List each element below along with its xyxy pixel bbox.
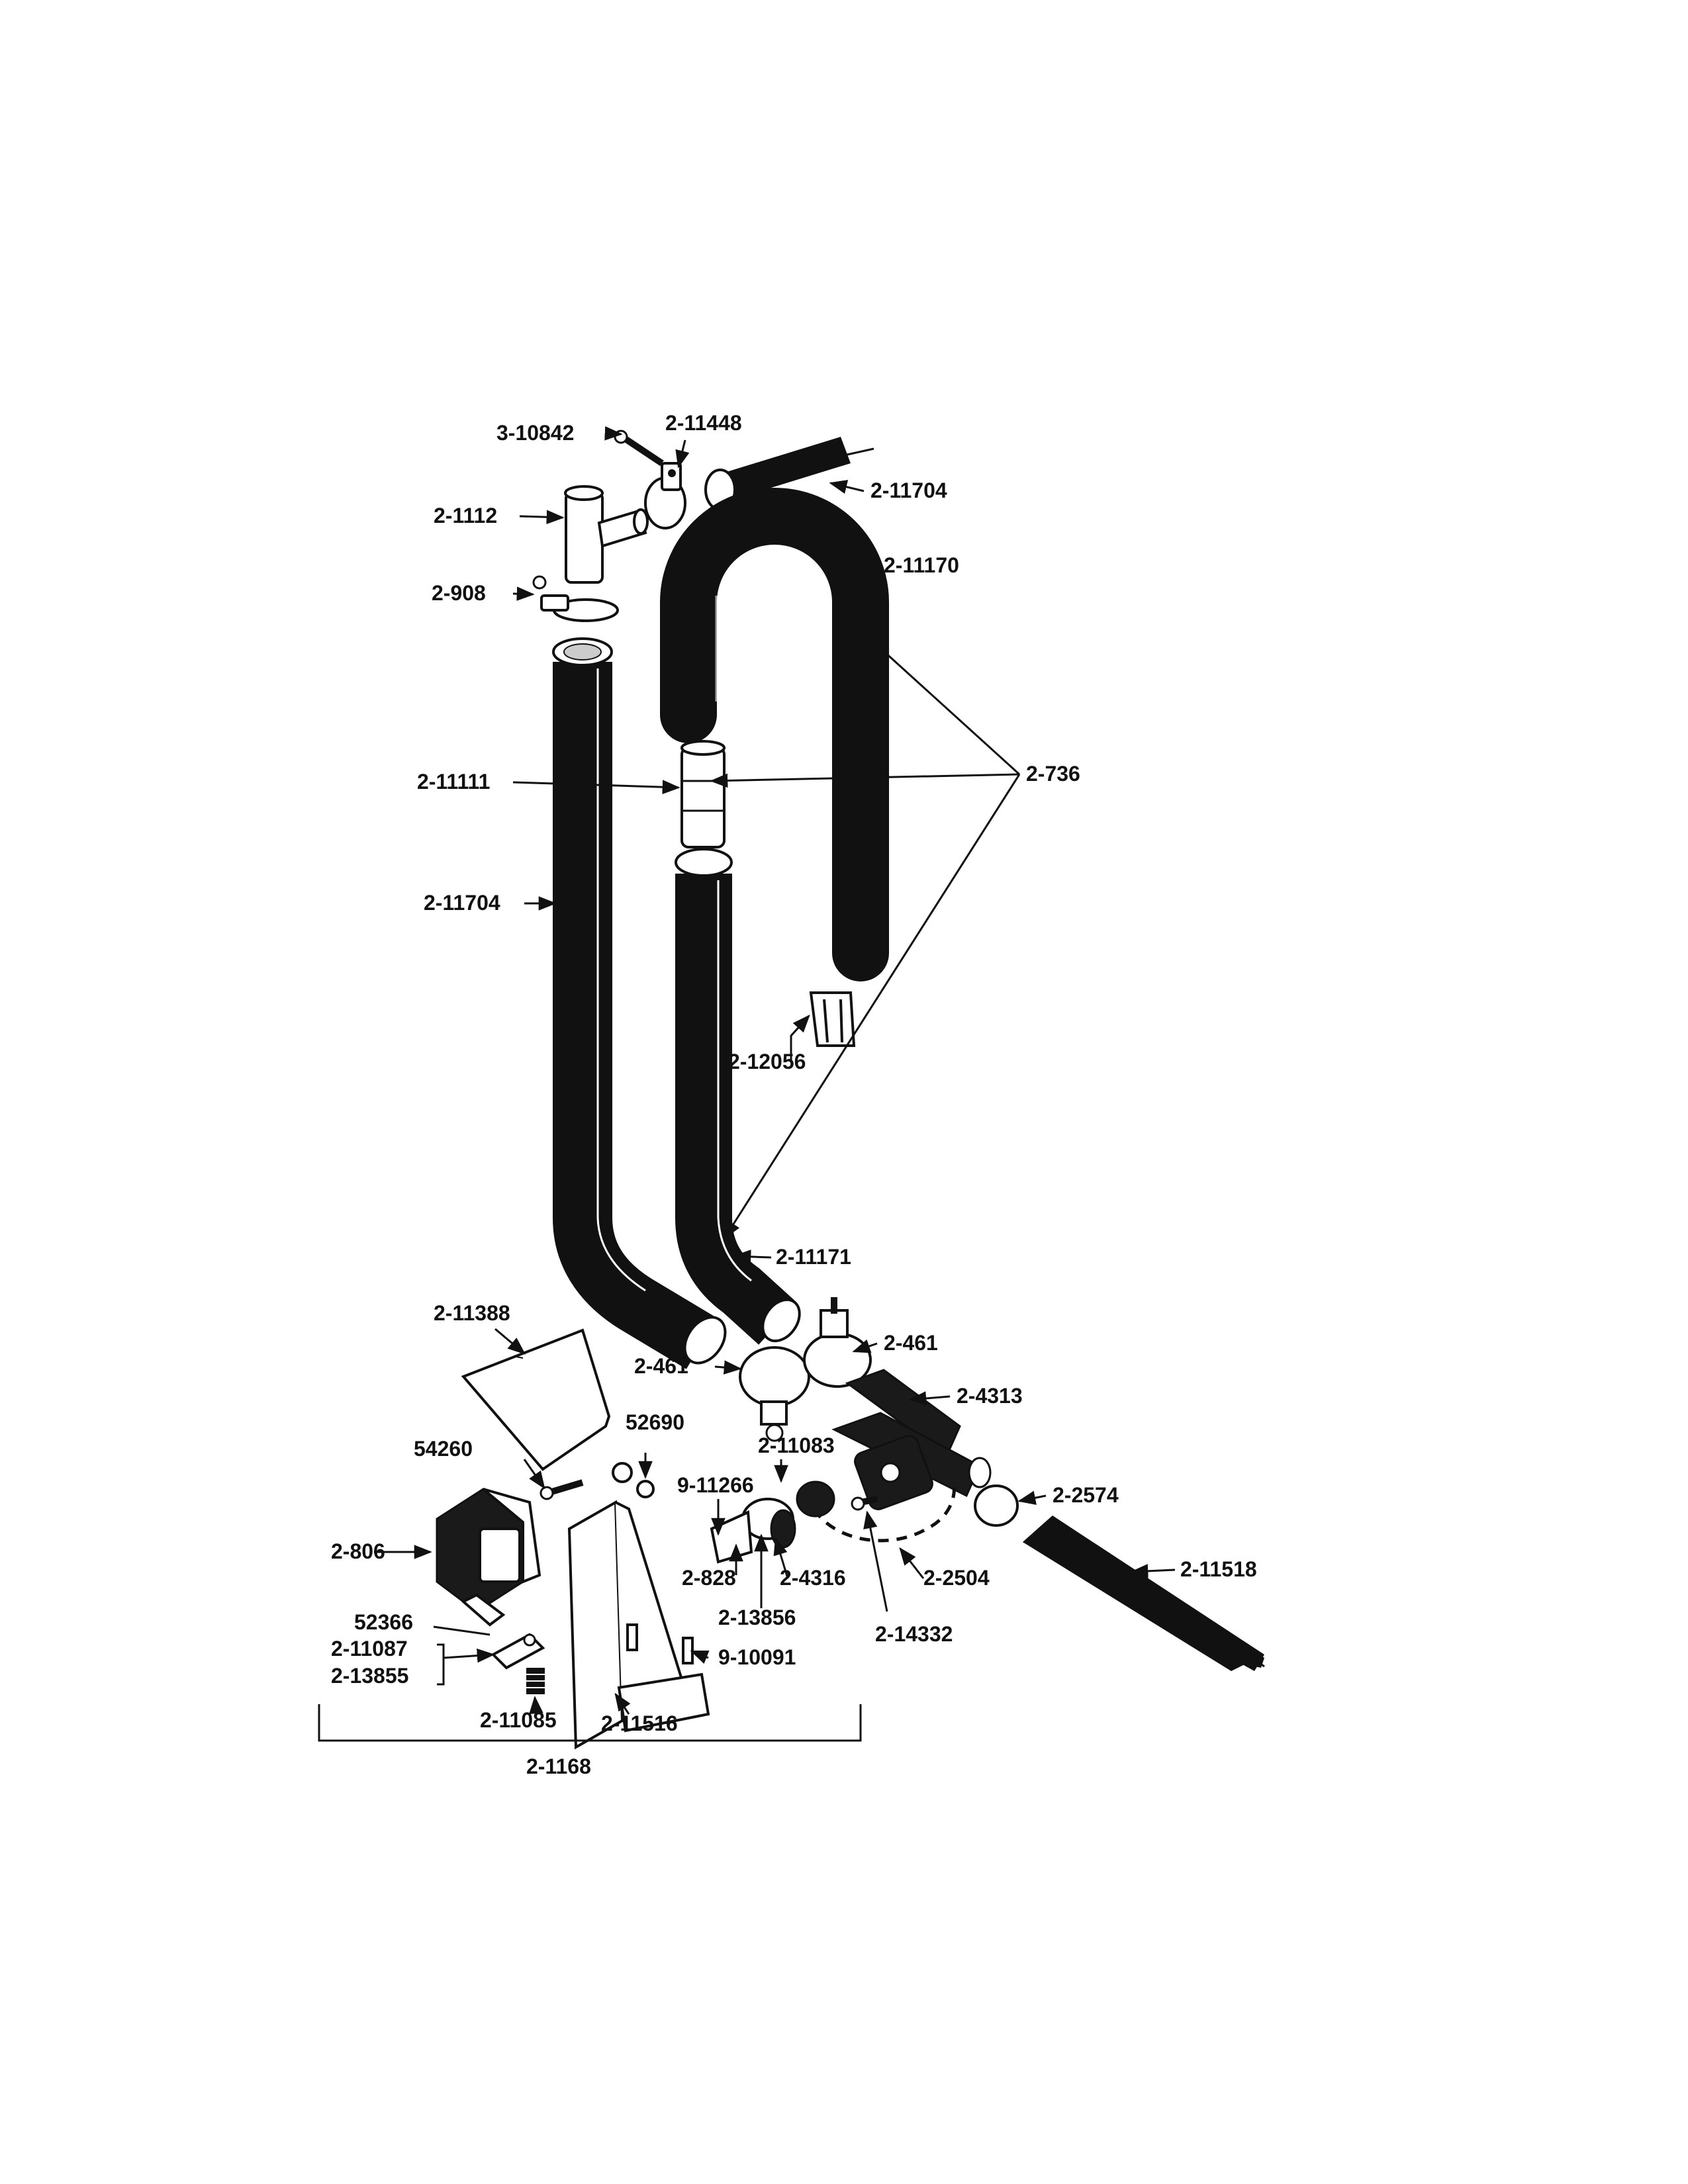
hose-2-11704-left — [552, 637, 727, 1369]
clamp-2-461-left — [739, 1346, 810, 1442]
label-9-11266: 9-11266 — [677, 1473, 754, 1497]
label-2-11171: 2-11171 — [776, 1245, 851, 1269]
knob-2-11083 — [796, 1480, 835, 1518]
link-2-11087 — [491, 1633, 545, 1670]
label-2-461-left: 2-461 — [634, 1354, 688, 1378]
label-2-11087: 2-11087 — [331, 1637, 408, 1661]
label-2-11170: 2-11170 — [884, 553, 959, 577]
nut-52690 — [612, 1462, 655, 1498]
cover-2-11388 — [461, 1328, 611, 1471]
hose-2-11171 — [675, 848, 801, 1345]
label-2-11518: 2-11518 — [1180, 1557, 1257, 1581]
label-2-11388: 2-11388 — [434, 1301, 510, 1325]
label-52366: 52366 — [354, 1610, 413, 1634]
label-2-461-right: 2-461 — [884, 1331, 938, 1355]
screw-54260 — [539, 1479, 584, 1500]
clamp-2-908 — [532, 575, 619, 622]
label-2-11448: 2-11448 — [665, 411, 742, 435]
spring-2-11085 — [526, 1668, 545, 1694]
label-2-806: 2-806 — [331, 1539, 385, 1563]
tee-fitting-2-1112 — [564, 485, 649, 584]
screw-3-10842 — [614, 430, 664, 467]
part-labels: 3-10842 2-11448 2-11704 2-1112 2-11170 2… — [331, 411, 1257, 1778]
label-54260: 54260 — [414, 1437, 473, 1461]
label-2-11704-top: 2-11704 — [870, 478, 947, 502]
label-2-13855: 2-13855 — [331, 1664, 408, 1688]
label-9-10091: 9-10091 — [718, 1645, 796, 1669]
solenoid-2-806 — [436, 1488, 541, 1627]
label-2-11083: 2-11083 — [758, 1433, 835, 1457]
label-2-4313: 2-4313 — [957, 1384, 1023, 1408]
leader-lines — [318, 426, 1176, 1742]
label-2-11704-left: 2-11704 — [424, 891, 500, 915]
label-2-1168: 2-1168 — [526, 1754, 591, 1778]
label-2-2574: 2-2574 — [1053, 1483, 1119, 1507]
label-2-11085: 2-11085 — [480, 1708, 557, 1732]
label-2-736: 2-736 — [1026, 762, 1080, 786]
clamp-2-2574 — [974, 1484, 1019, 1527]
label-2-11111: 2-11111 — [417, 770, 490, 794]
label-2-11516: 2-11516 — [601, 1711, 678, 1735]
actuator-2-4316 — [741, 1498, 796, 1549]
label-3-10842: 3-10842 — [496, 421, 574, 445]
hose-2-11518 — [1023, 1516, 1265, 1671]
label-52690: 52690 — [626, 1410, 684, 1434]
end-clip-2-12056 — [809, 991, 856, 1047]
dashed-loop-2-2504 — [812, 1479, 957, 1543]
label-2-908: 2-908 — [432, 581, 486, 605]
label-2-2504: 2-2504 — [923, 1566, 990, 1590]
screw-2-14332 — [851, 1496, 878, 1511]
label-2-12056: 2-12056 — [728, 1050, 806, 1073]
valve-2-4313 — [831, 1369, 992, 1510]
mounting-bracket-2-11516 — [567, 1500, 710, 1750]
clamp-2-461-right — [803, 1297, 872, 1388]
label-2-13856: 2-13856 — [718, 1606, 796, 1629]
coupling-2-11111 — [680, 740, 726, 848]
label-2-14332: 2-14332 — [875, 1622, 953, 1646]
clamp-2-11448 — [644, 462, 686, 529]
label-2-828: 2-828 — [682, 1566, 736, 1590]
label-2-4316: 2-4316 — [780, 1566, 846, 1590]
label-2-1112: 2-1112 — [434, 504, 497, 527]
